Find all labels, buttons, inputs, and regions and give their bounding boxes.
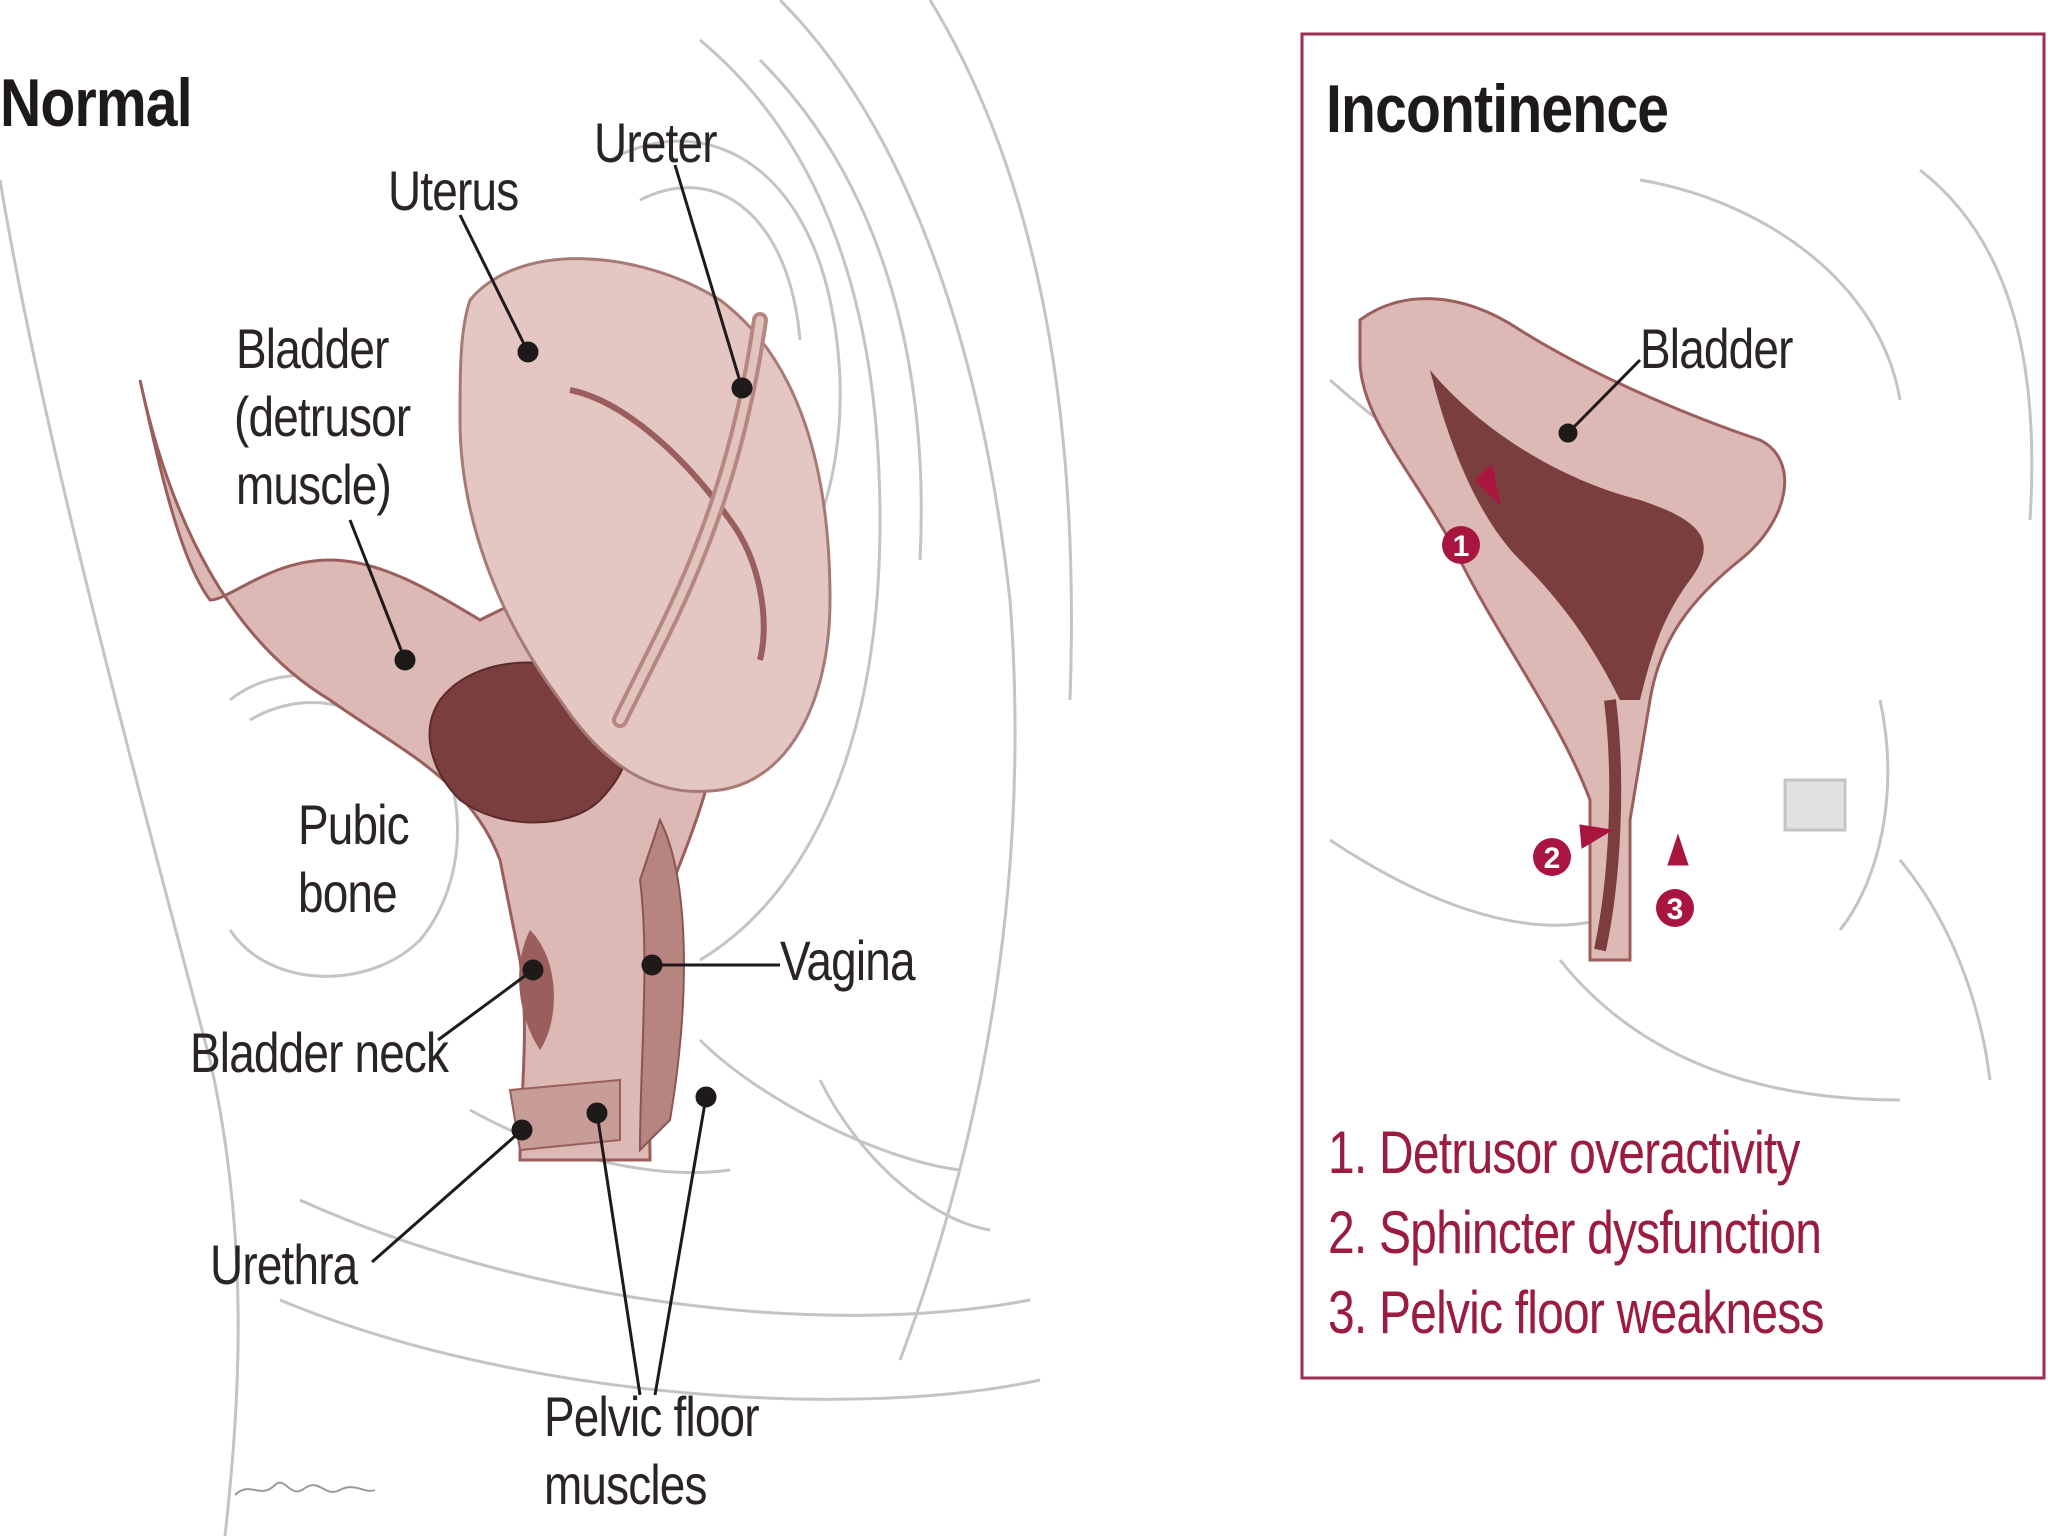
marker-1-text: 1 bbox=[1453, 530, 1470, 563]
pelvic-floor-label-line2: muscles bbox=[544, 1453, 708, 1516]
marker-2-text: 2 bbox=[1544, 842, 1561, 875]
legend-item-2: 2. Sphincter dysfunction bbox=[1328, 1199, 1822, 1266]
normal-heading: Normal bbox=[0, 65, 193, 141]
incontinence-panel-frame bbox=[1300, 32, 2046, 1380]
incontinence-marker-1 bbox=[1442, 526, 1480, 564]
marker-3-text: 3 bbox=[1667, 893, 1684, 926]
normal-leader-lines bbox=[348, 164, 780, 1396]
artist-signature bbox=[234, 1481, 376, 1496]
pubic-bone-label-line2: bone bbox=[298, 861, 398, 924]
uterus-label: Uterus bbox=[388, 159, 519, 222]
incontinence-marker-2 bbox=[1533, 838, 1571, 876]
urethra-label: Urethra bbox=[210, 1233, 358, 1296]
ureter-label: Ureter bbox=[594, 111, 717, 174]
incontinence-marker-3 bbox=[1656, 889, 1694, 927]
bladder-label-line3: muscle) bbox=[236, 453, 392, 516]
incontinence-bladder bbox=[1358, 297, 1787, 962]
incontinence-pointers bbox=[1474, 358, 1689, 866]
incontinence-heading: Incontinence bbox=[1326, 71, 1669, 147]
bladder-neck-label: Bladder neck bbox=[190, 1021, 449, 1084]
bladder-label-line2: (detrusor bbox=[234, 385, 411, 448]
legend-item-3: 3. Pelvic floor weakness bbox=[1328, 1279, 1824, 1346]
pubic-bone-label-line1: Pubic bbox=[298, 793, 410, 856]
legend-item-1: 1. Detrusor overactivity bbox=[1328, 1119, 1800, 1186]
normal-vagina bbox=[638, 817, 685, 1153]
vagina-label: Vagina bbox=[780, 929, 915, 992]
pelvic-floor-label-line1: Pelvic floor bbox=[544, 1385, 760, 1448]
bladder-label-line1: Bladder bbox=[236, 317, 389, 380]
incontinence-bladder-label: Bladder bbox=[1640, 317, 1793, 380]
